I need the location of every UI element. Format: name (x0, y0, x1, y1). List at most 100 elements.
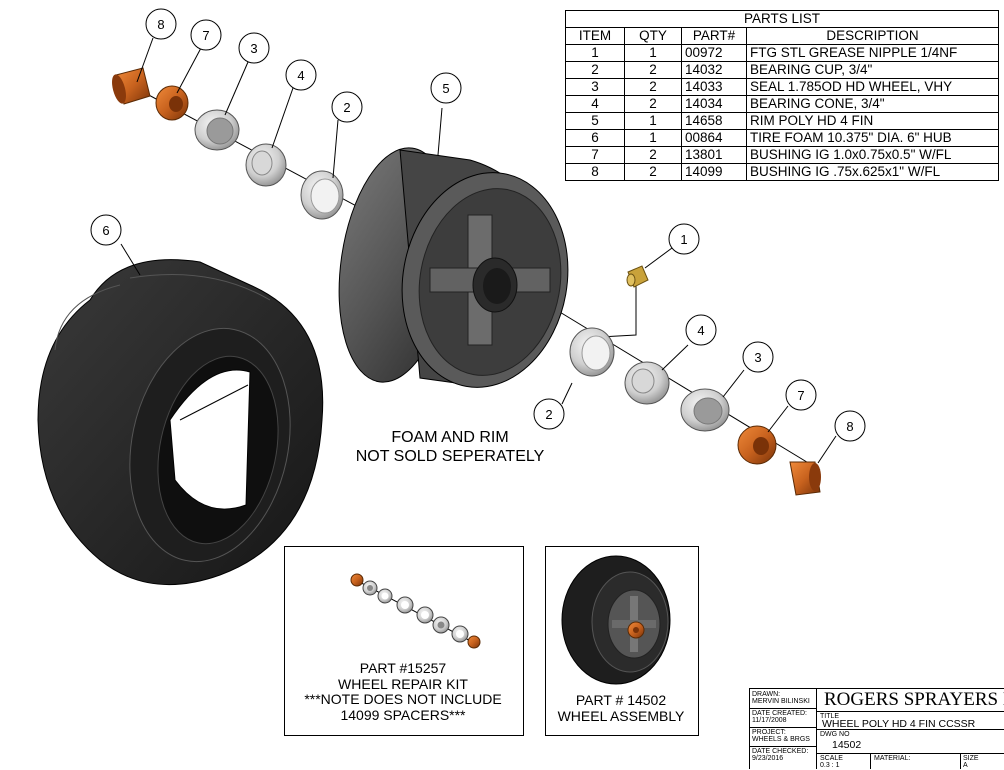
cell-item: 1 (565, 44, 625, 62)
svg-text:1: 1 (680, 232, 687, 247)
cell-description: BUSHING IG .75x.625x1" W/FL (746, 163, 999, 181)
cell-part: 14034 (681, 95, 747, 113)
balloon-8-right: 8 (834, 410, 866, 442)
cell-description: BUSHING IG 1.0x0.75x0.5" W/FL (746, 146, 999, 164)
leader-lines (120, 37, 837, 464)
scale-value: 0.3 : 1 (820, 762, 840, 769)
project-value: WHEELS & BRGS (752, 736, 810, 743)
svg-text:3: 3 (754, 350, 761, 365)
bearing-cup-2-top (300, 170, 344, 220)
cell-qty: 2 (624, 146, 682, 164)
bearing-cone-4-top (245, 143, 287, 187)
dwg-no-value: 14502 (832, 739, 862, 751)
balloon-8-top: 8 (145, 8, 177, 40)
balloon-6: 6 (90, 214, 122, 246)
rim-poly (338, 147, 569, 388)
wheel-assembly-illustration (561, 555, 671, 685)
repair-kit-box (284, 546, 524, 736)
wheel-assembly-name: WHEEL ASSEMBLY (557, 708, 685, 724)
date-checked-value: 9/23/2016 (752, 755, 784, 762)
seal-3-top (194, 109, 240, 151)
cell-description: BEARING CUP, 3/4" (746, 61, 999, 79)
bushing-8-right (789, 461, 821, 496)
balloon-2-top: 2 (331, 91, 363, 123)
svg-text:7: 7 (797, 388, 804, 403)
date-created-label: DATE CREATED: (752, 710, 807, 717)
item-balloons: 8 7 3 4 2 5 6 1 4 2 3 7 8 (90, 8, 866, 442)
header-qty: QTY (624, 27, 682, 45)
bushing-7-right (737, 425, 777, 465)
size-label: SIZE (963, 755, 979, 762)
balloon-1: 1 (668, 223, 700, 255)
balloon-7-right: 7 (785, 379, 817, 411)
svg-text:2: 2 (545, 407, 552, 422)
repair-kit-part-number: PART #15257 (359, 660, 447, 676)
size-value: A (963, 762, 968, 769)
cell-qty: 2 (624, 95, 682, 113)
header-part: PART# (681, 27, 747, 45)
cell-description: SEAL 1.785OD HD WHEEL, VHY (746, 78, 999, 96)
balloon-4-top: 4 (285, 59, 317, 91)
drawn-label: DRAWN: (752, 691, 781, 698)
bearing-cone-4-right (624, 361, 670, 405)
cell-description: RIM POLY HD 4 FIN (746, 112, 999, 130)
cell-part: 13801 (681, 146, 747, 164)
cell-item: 7 (565, 146, 625, 164)
svg-text:3: 3 (250, 41, 257, 56)
material-label: MATERIAL: (874, 755, 911, 762)
title-label: TITLE (820, 713, 840, 720)
svg-text:5: 5 (442, 81, 449, 96)
balloon-3-right: 3 (742, 341, 774, 373)
cell-qty: 2 (624, 78, 682, 96)
header-description: DESCRIPTION (746, 27, 999, 45)
cell-qty: 2 (624, 163, 682, 181)
cell-qty: 1 (624, 129, 682, 147)
cell-qty: 1 (624, 44, 682, 62)
bearing-cup-2-right (569, 327, 615, 377)
cell-item: 5 (565, 112, 625, 130)
scale-label: SCALE (820, 755, 843, 762)
svg-text:8: 8 (157, 17, 164, 32)
repair-kit-note-1: ***NOTE DOES NOT INCLUDE (304, 691, 502, 707)
wheel-assembly-caption: PART # 14502 WHEEL ASSEMBLY (545, 692, 697, 724)
cell-part: 00972 (681, 44, 747, 62)
wheel-assembly-box (545, 546, 699, 736)
svg-text:8: 8 (846, 419, 853, 434)
balloon-2-right: 2 (533, 398, 565, 430)
svg-text:2: 2 (343, 100, 350, 115)
cell-part: 14658 (681, 112, 747, 130)
bushing-8-top (112, 67, 151, 105)
repair-kit-note-2: 14099 SPACERS*** (340, 706, 466, 723)
svg-text:4: 4 (297, 68, 304, 83)
note-line-1: FOAM AND RIM (391, 429, 509, 446)
cell-part: 14032 (681, 61, 747, 79)
drawn-value: MERVIN BILINSKI (752, 698, 810, 705)
wheel-assembly-part-number: PART # 14502 (575, 692, 667, 708)
date-checked-label: DATE CHECKED: (752, 748, 809, 755)
dwg-no-label: DWG NO (820, 731, 850, 738)
cell-item: 6 (565, 129, 625, 147)
tire-foam (37, 259, 324, 586)
project-label: PROJECT: (752, 729, 786, 736)
company-name: ROGERS SPRAYERS INC. (824, 689, 1004, 710)
bushing-7-top (155, 85, 189, 121)
repair-kit-illustration (350, 573, 481, 649)
seal-3-right (680, 388, 730, 432)
date-created-value: 11/17/2008 (752, 717, 787, 724)
balloon-7-top: 7 (190, 19, 222, 51)
drawing-title: WHEEL POLY HD 4 FIN CCSSR (822, 718, 976, 730)
cell-item: 2 (565, 61, 625, 79)
foam-rim-note: FOAM AND RIM NOT SOLD SEPERATELY (330, 428, 570, 466)
cell-qty: 1 (624, 112, 682, 130)
svg-text:6: 6 (102, 223, 109, 238)
cell-description: BEARING CONE, 3/4" (746, 95, 999, 113)
cell-description: FTG STL GREASE NIPPLE 1/4NF (746, 44, 999, 62)
